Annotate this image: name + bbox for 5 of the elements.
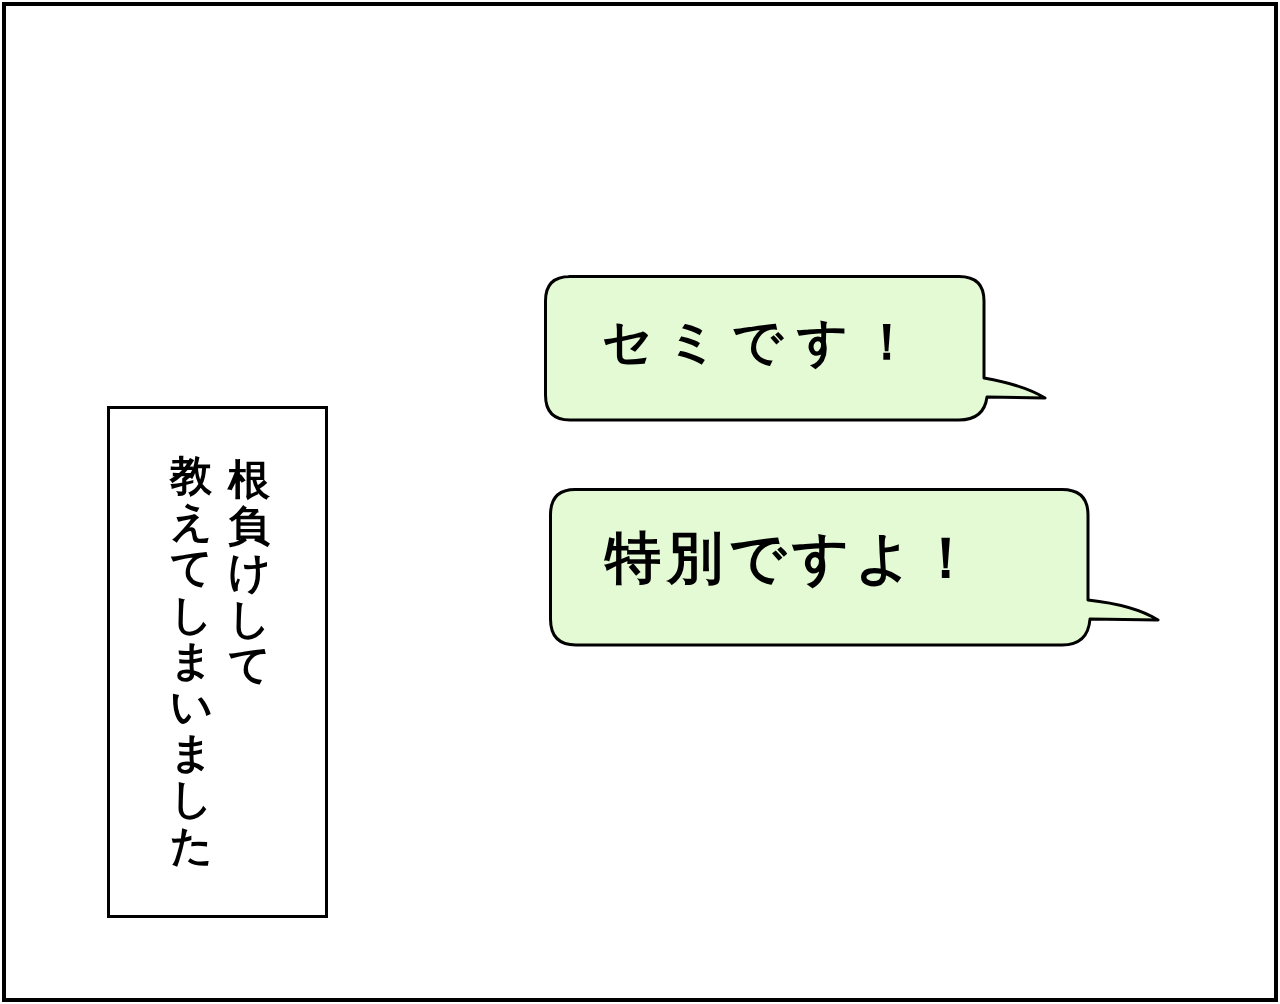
speech-bubble [544,275,1047,422]
speech-text: セミです！ [602,317,926,367]
narration-box [107,406,328,918]
speech-bubble [549,488,1161,647]
narration-text: 根負けして教えてしまいました [170,453,270,869]
